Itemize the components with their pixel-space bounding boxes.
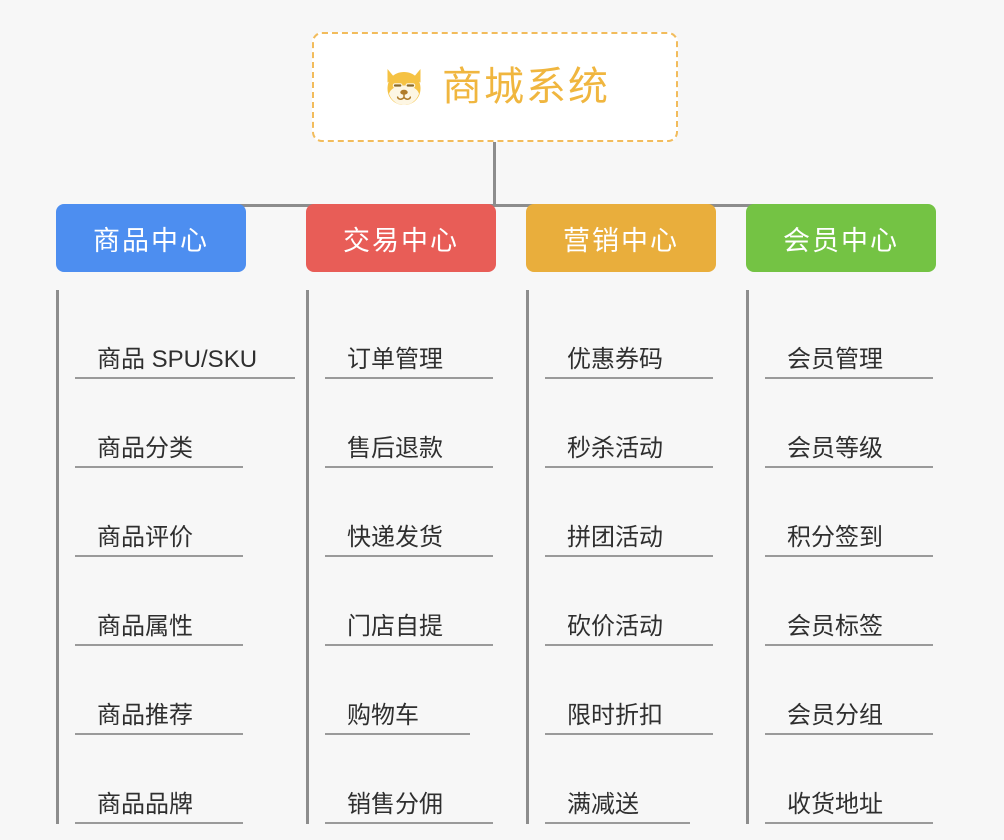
leaf-label: 商品品牌 <box>97 790 193 818</box>
list-item[interactable]: 优惠券码 <box>545 290 713 379</box>
list-item[interactable]: 满减送 <box>545 735 690 824</box>
list-item[interactable]: 会员标签 <box>765 557 933 646</box>
list-item[interactable]: 会员分组 <box>765 646 933 735</box>
list-item[interactable]: 快递发货 <box>325 468 493 557</box>
list-item[interactable]: 门店自提 <box>325 557 493 646</box>
leaf-label: 商品 SPU/SKU <box>97 345 258 373</box>
category-column-product: 商品中心 商品 SPU/SKU 商品分类 商品评价 商品属性 商品推荐 商品品牌 <box>56 204 295 824</box>
list-item[interactable]: 秒杀活动 <box>545 379 713 468</box>
leaf-list-trade: 订单管理 售后退款 快递发货 门店自提 购物车 销售分佣 <box>306 290 496 824</box>
leaf-label: 快递发货 <box>347 523 443 551</box>
category-header-marketing[interactable]: 营销中心 <box>526 204 716 272</box>
root-title: 商城系统 <box>442 65 610 109</box>
leaf-label: 商品属性 <box>97 612 193 640</box>
leaf-label: 商品分类 <box>97 434 193 462</box>
list-item[interactable]: 销售分佣 <box>325 735 493 824</box>
leaf-label: 拼团活动 <box>567 523 663 551</box>
category-header-product[interactable]: 商品中心 <box>56 204 246 272</box>
list-item[interactable]: 商品推荐 <box>75 646 243 735</box>
list-item[interactable]: 拼团活动 <box>545 468 713 557</box>
list-item[interactable]: 限时折扣 <box>545 646 713 735</box>
connector-horizontal-bus <box>149 204 842 207</box>
leaf-list-member: 会员管理 会员等级 积分签到 会员标签 会员分组 收货地址 <box>746 290 936 824</box>
leaf-label: 商品评价 <box>97 523 193 551</box>
leaf-label: 积分签到 <box>787 523 883 551</box>
list-item[interactable]: 商品 SPU/SKU <box>75 290 295 379</box>
leaf-label: 优惠券码 <box>567 345 663 373</box>
leaf-label: 会员标签 <box>787 612 883 640</box>
leaf-label: 订单管理 <box>347 345 443 373</box>
category-header-member[interactable]: 会员中心 <box>746 204 936 272</box>
category-column-marketing: 营销中心 优惠券码 秒杀活动 拼团活动 砍价活动 限时折扣 满减送 <box>526 204 716 824</box>
list-item[interactable]: 商品品牌 <box>75 735 243 824</box>
list-item[interactable]: 会员管理 <box>765 290 933 379</box>
leaf-label: 满减送 <box>567 790 639 818</box>
category-label: 营销中心 <box>563 225 679 256</box>
leaf-list-product: 商品 SPU/SKU 商品分类 商品评价 商品属性 商品推荐 商品品牌 <box>56 290 295 824</box>
category-header-trade[interactable]: 交易中心 <box>306 204 496 272</box>
list-item[interactable]: 订单管理 <box>325 290 493 379</box>
leaf-label: 收货地址 <box>787 790 883 818</box>
list-item[interactable]: 商品评价 <box>75 468 243 557</box>
leaf-label: 限时折扣 <box>567 701 663 729</box>
leaf-label: 销售分佣 <box>347 790 443 818</box>
list-item[interactable]: 砍价活动 <box>545 557 713 646</box>
connector-root-trunk <box>493 142 496 206</box>
category-label: 交易中心 <box>343 225 459 256</box>
leaf-label: 砍价活动 <box>567 612 663 640</box>
leaf-label: 秒杀活动 <box>567 434 663 462</box>
list-item[interactable]: 商品分类 <box>75 379 243 468</box>
leaf-label: 购物车 <box>347 701 419 729</box>
leaf-label: 会员管理 <box>787 345 883 373</box>
list-item[interactable]: 售后退款 <box>325 379 493 468</box>
leaf-label: 门店自提 <box>347 612 443 640</box>
list-item[interactable]: 积分签到 <box>765 468 933 557</box>
list-item[interactable]: 收货地址 <box>765 735 933 824</box>
category-label: 商品中心 <box>93 225 209 256</box>
shiba-dog-face-icon <box>387 69 421 105</box>
list-item[interactable]: 购物车 <box>325 646 470 735</box>
leaf-label: 会员等级 <box>787 434 883 462</box>
leaf-label: 商品推荐 <box>97 701 193 729</box>
leaf-list-marketing: 优惠券码 秒杀活动 拼团活动 砍价活动 限时折扣 满减送 <box>526 290 716 824</box>
category-column-member: 会员中心 会员管理 会员等级 积分签到 会员标签 会员分组 收货地址 <box>746 204 936 824</box>
category-column-trade: 交易中心 订单管理 售后退款 快递发货 门店自提 购物车 销售分佣 <box>306 204 496 824</box>
category-label: 会员中心 <box>783 225 899 256</box>
leaf-label: 会员分组 <box>787 701 883 729</box>
root-node-shop-system[interactable]: 商城系统 <box>312 32 678 142</box>
leaf-label: 售后退款 <box>347 434 443 462</box>
list-item[interactable]: 会员等级 <box>765 379 933 468</box>
list-item[interactable]: 商品属性 <box>75 557 243 646</box>
